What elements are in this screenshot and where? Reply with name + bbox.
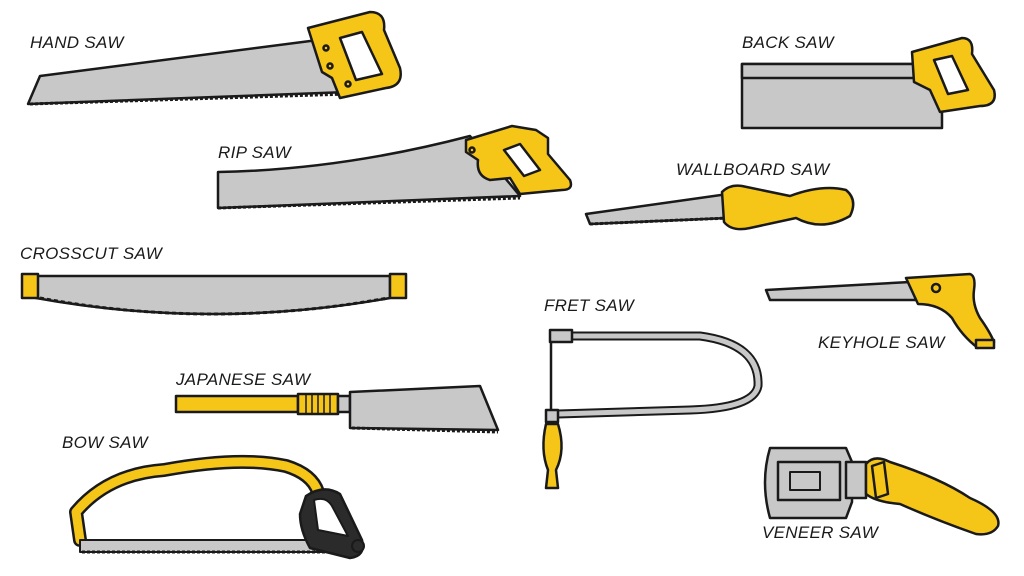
wallboard-saw-label: WALLBOARD SAW bbox=[676, 160, 830, 179]
japanese-saw-label: JAPANESE SAW bbox=[176, 370, 311, 389]
fret-saw-label: FRET SAW bbox=[544, 296, 634, 315]
veneer-saw-label: VENEER SAW bbox=[762, 523, 879, 542]
fret-saw-icon bbox=[542, 328, 763, 490]
bow-saw-label: BOW SAW bbox=[62, 433, 148, 452]
keyhole-saw-icon bbox=[764, 272, 996, 350]
hand-saw-icon bbox=[26, 10, 402, 106]
back-saw-icon bbox=[740, 36, 996, 130]
hand-saw-label: HAND SAW bbox=[30, 33, 124, 52]
keyhole-saw-label: KEYHOLE SAW bbox=[818, 333, 945, 352]
japanese-saw-icon bbox=[174, 384, 500, 434]
veneer-saw-icon bbox=[763, 446, 1000, 536]
back-saw-label: BACK SAW bbox=[742, 33, 834, 52]
bow-saw-icon bbox=[69, 454, 365, 560]
rip-saw-icon bbox=[216, 124, 573, 210]
wallboard-saw-icon bbox=[584, 184, 855, 231]
rip-saw-label: RIP SAW bbox=[218, 143, 291, 162]
crosscut-saw-icon bbox=[20, 272, 408, 316]
crosscut-saw-label: CROSSCUT SAW bbox=[20, 244, 163, 263]
